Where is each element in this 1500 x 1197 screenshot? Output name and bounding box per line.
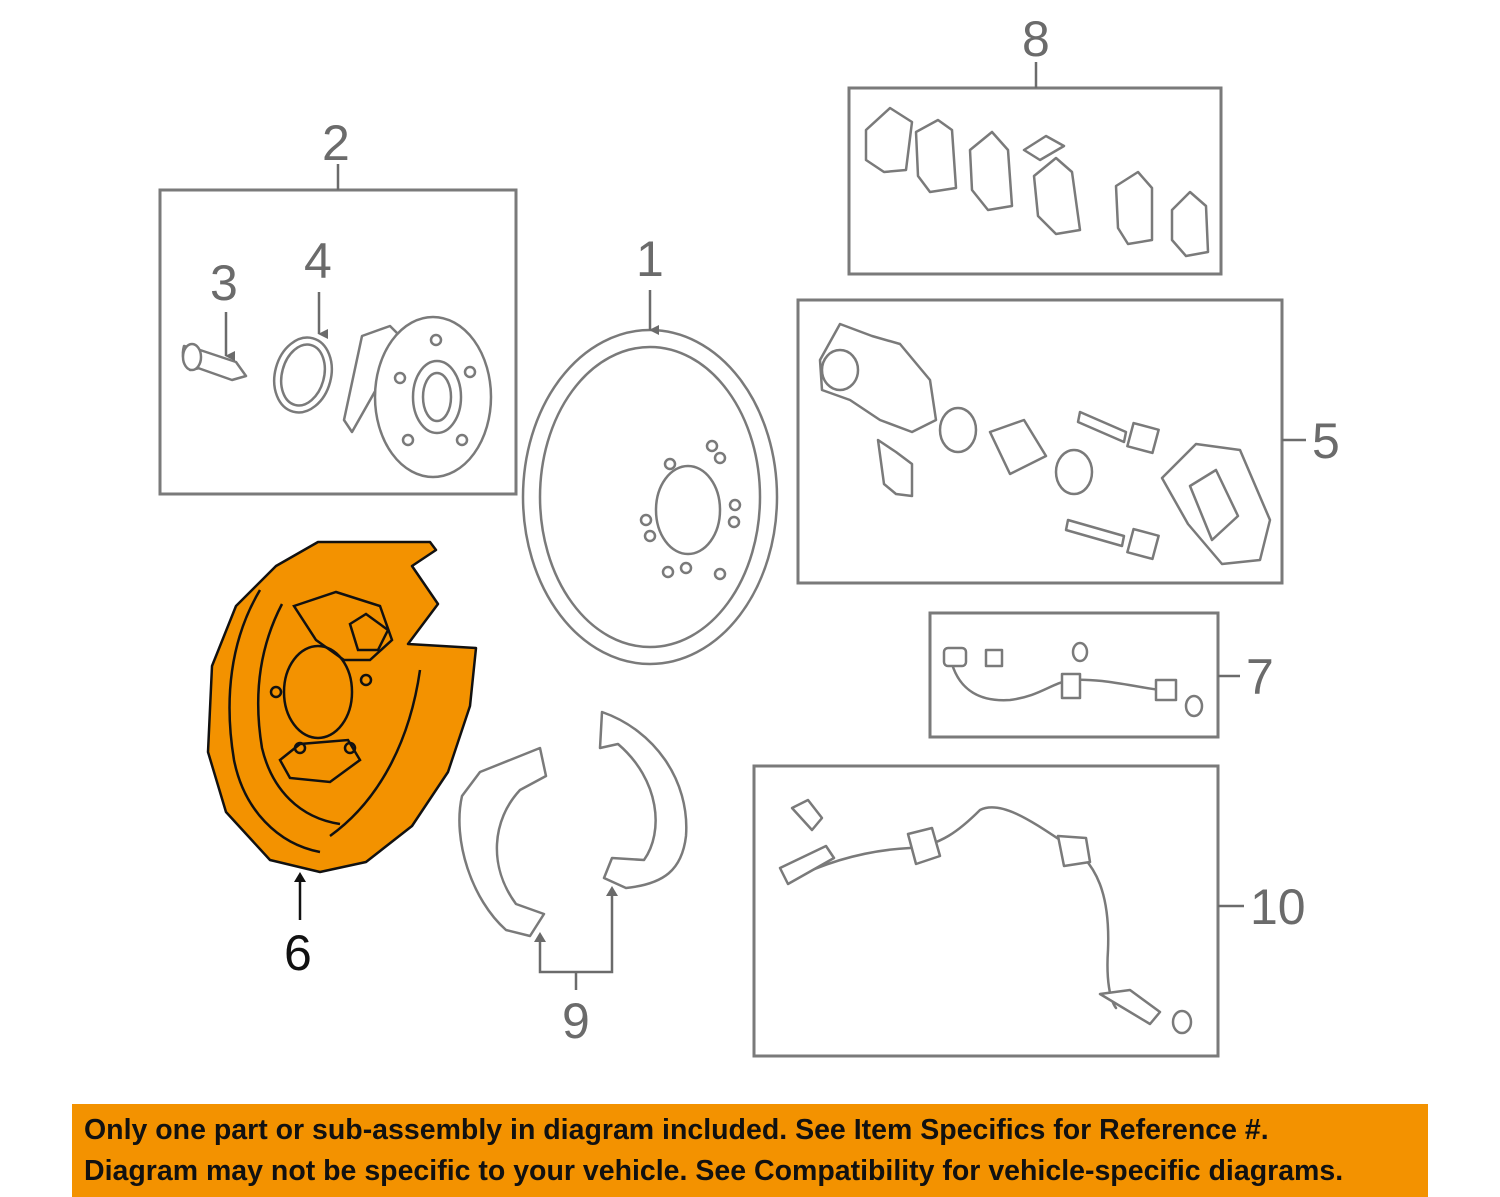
disclaimer-banner bbox=[72, 1104, 1428, 1197]
pad-3 bbox=[1032, 156, 1082, 236]
brake-shoe-left bbox=[458, 746, 548, 938]
disclaimer-line-1: Only one part or sub-assembly in diagram… bbox=[84, 1114, 1269, 1146]
caliper-group: 5 bbox=[796, 298, 1340, 585]
callout-7[interactable]: 7 bbox=[1246, 649, 1274, 705]
pad-2 bbox=[968, 130, 1014, 212]
callout-6[interactable]: 6 bbox=[284, 925, 312, 981]
callout-4[interactable]: 4 bbox=[304, 233, 332, 289]
abs-sensor-group-7: 7 bbox=[928, 611, 1274, 739]
brake-rotor bbox=[521, 328, 779, 666]
caliper-bracket-clip bbox=[876, 438, 914, 498]
disclaimer-line-2: Diagram may not be specific to your vehi… bbox=[84, 1155, 1344, 1187]
parking-brake-shoes bbox=[458, 710, 688, 990]
callout-8[interactable]: 8 bbox=[1022, 11, 1050, 67]
group-box-10 bbox=[752, 764, 1220, 1058]
guide-pin-1 bbox=[1076, 410, 1128, 444]
callout-1[interactable]: 1 bbox=[636, 231, 664, 287]
pad-shim-1 bbox=[864, 106, 914, 174]
abs-sensor-group-10: 10 bbox=[752, 764, 1306, 1058]
callout-10[interactable]: 10 bbox=[1250, 879, 1306, 935]
brake-shoe-right bbox=[598, 710, 688, 890]
backing-plate-highlight bbox=[206, 540, 478, 874]
o-ring bbox=[272, 336, 334, 414]
piston-seal bbox=[938, 406, 978, 454]
pad-shim-2 bbox=[1170, 190, 1210, 258]
guide-pin-2 bbox=[1064, 518, 1126, 548]
sensor-wire-7 bbox=[950, 662, 1162, 702]
callout-9[interactable]: 9 bbox=[562, 993, 590, 1049]
callout-2[interactable]: 2 bbox=[322, 115, 350, 171]
pad-1 bbox=[914, 118, 958, 194]
piston bbox=[988, 418, 1048, 476]
group-box-5 bbox=[796, 298, 1284, 585]
caliper-mount bbox=[1160, 442, 1272, 566]
pin-boot-1 bbox=[1126, 421, 1160, 455]
backing-plate bbox=[206, 540, 478, 874]
caliper-body bbox=[818, 322, 938, 434]
pin-boot-2 bbox=[1126, 527, 1160, 561]
callout-3[interactable]: 3 bbox=[210, 255, 238, 311]
hub-bearing-group: 2 3 4 bbox=[158, 115, 518, 496]
pad-clip bbox=[1022, 134, 1066, 162]
sensor-wire-10 bbox=[788, 806, 1118, 1010]
hub-bearing-assembly bbox=[342, 315, 493, 479]
hub-bolt bbox=[181, 342, 248, 382]
dust-boot bbox=[1054, 448, 1094, 496]
pad-4 bbox=[1114, 170, 1154, 246]
callout-5[interactable]: 5 bbox=[1312, 413, 1340, 469]
brake-pad-group: 8 bbox=[847, 11, 1223, 276]
disclaimer-text: Only one part or sub-assembly in diagram… bbox=[72, 1104, 1428, 1197]
